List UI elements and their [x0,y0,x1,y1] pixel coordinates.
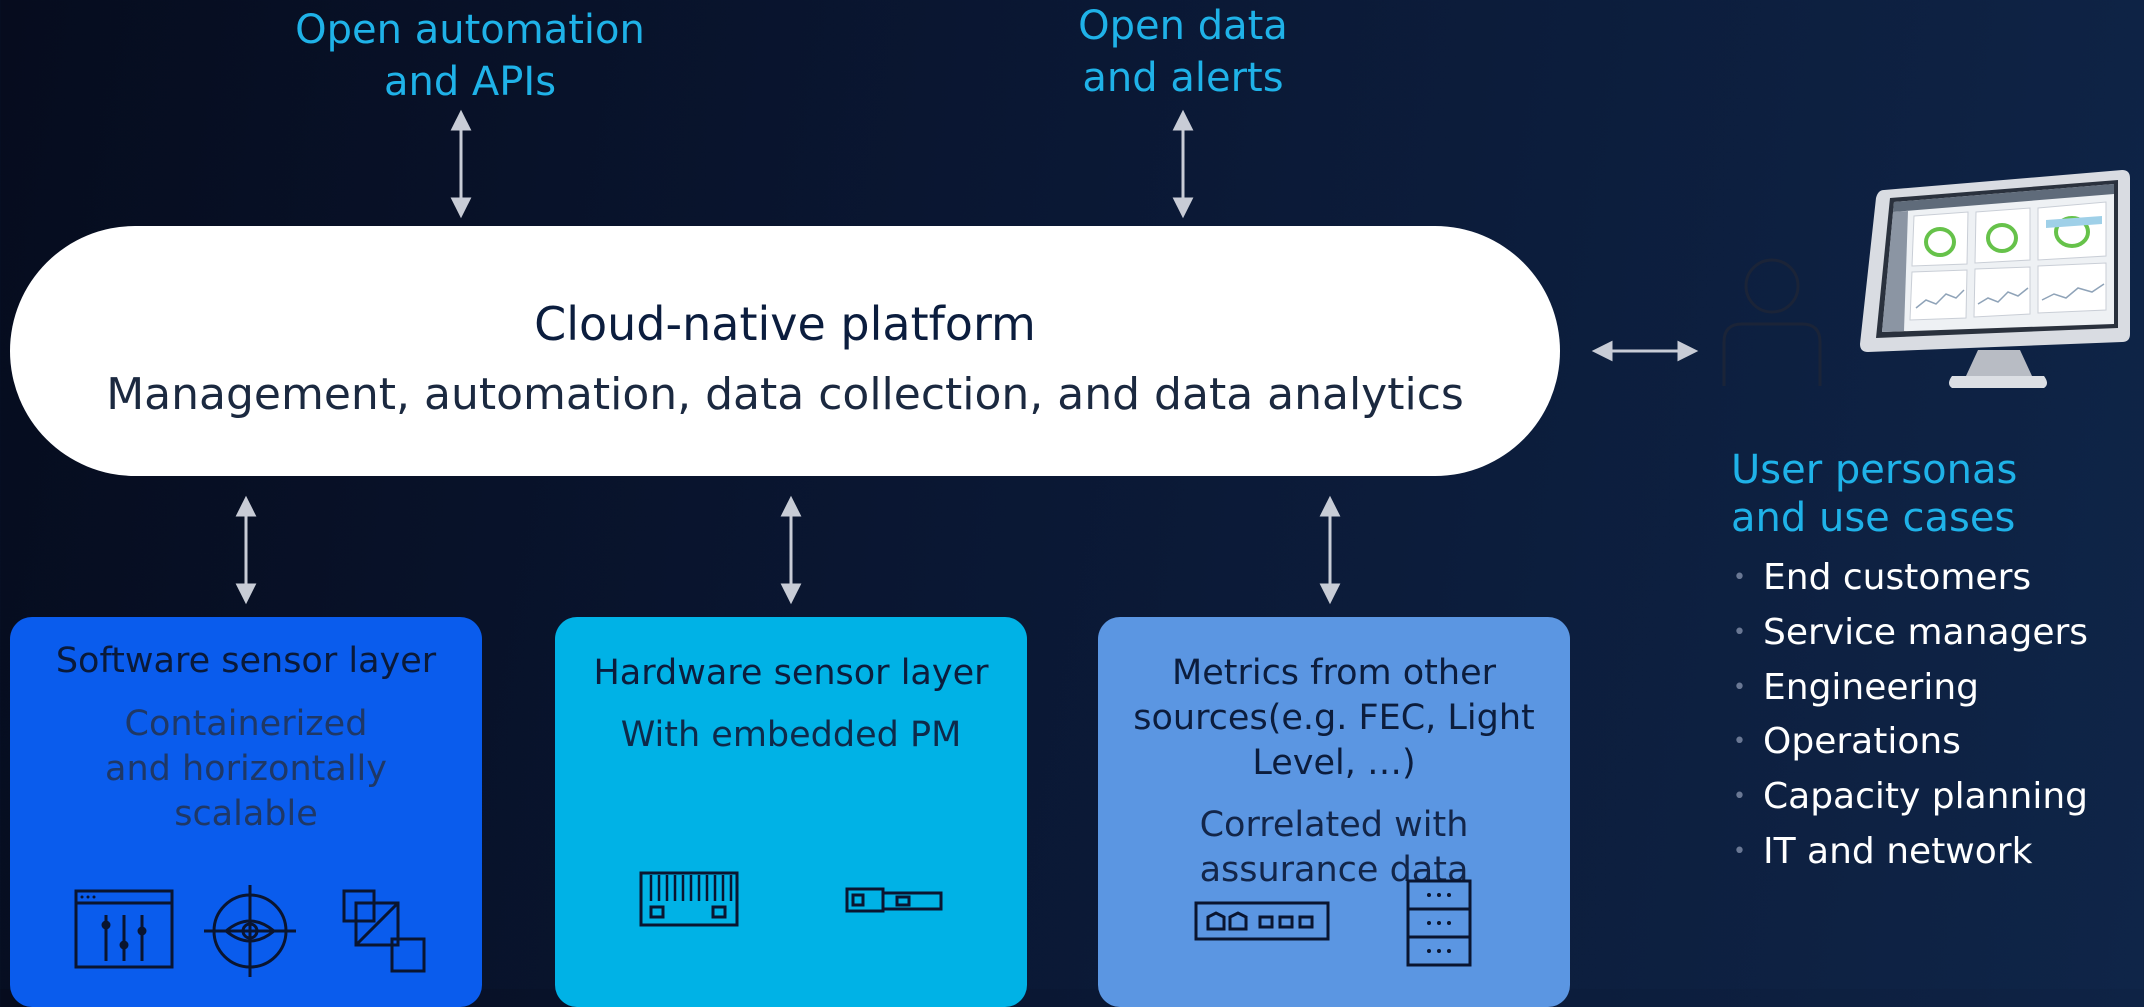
open-automation-label: Open automation and APIs [280,4,660,108]
persona-item-capacity-planning: Capacity planning [1731,770,2088,825]
hardware-layer-title: Hardware sensor layer [593,653,989,693]
personas-heading-line-2: and use cases [1731,495,2016,541]
line-card-icon [639,871,739,927]
hardware-layer-subtitle: With embedded PM [620,715,962,755]
monitor-dashboard-icon [1860,170,2130,388]
target-icon [204,885,296,977]
personas-heading: User personas and use cases [1731,446,2017,542]
server-rack-icon [1406,879,1472,967]
hardware-sensor-layer-box: Hardware sensor layer With embedded PM [555,617,1027,1007]
stacked-squares-icon [342,889,426,973]
network-switch-icon [1194,901,1330,941]
platform-subtitle: Management, automation, data collection,… [106,369,1464,420]
open-automation-line-2: and APIs [383,59,557,105]
optical-transceiver-icon [845,887,943,913]
control-panel-icon [74,889,174,969]
platform-title: Cloud-native platform [534,297,1036,351]
open-automation-line-1: Open automation [295,7,645,53]
persona-item-engineering: Engineering [1731,661,2088,716]
open-data-line-1: Open data [1078,3,1288,49]
personas-list: End customers Service managers Engineeri… [1731,551,2088,880]
cloud-native-platform: Cloud-native platform Management, automa… [10,226,1560,476]
personas-heading-line-1: User personas [1731,447,2018,493]
software-layer-title: Software sensor layer [55,641,437,681]
persona-item-end-customers: End customers [1731,551,2088,606]
metrics-other-sources-box: Metrics from other sources(e.g. FEC, Lig… [1098,617,1570,1007]
persona-item-service-managers: Service managers [1731,606,2088,661]
persona-item-operations: Operations [1731,715,2088,770]
metrics-box-subtitle: Correlated with assurance data [1199,805,1469,890]
metrics-box-title: Metrics from other sources(e.g. FEC, Lig… [1133,653,1535,783]
user-icon [1722,258,1822,386]
persona-item-it-and-network: IT and network [1731,825,2088,880]
software-layer-subtitle: Containerized and horizontally scalable [105,704,387,834]
open-data-label: Open data and alerts [1030,0,1336,104]
software-sensor-layer-box: Software sensor layer Containerized and … [10,617,482,1007]
open-data-line-2: and alerts [1082,55,1284,101]
